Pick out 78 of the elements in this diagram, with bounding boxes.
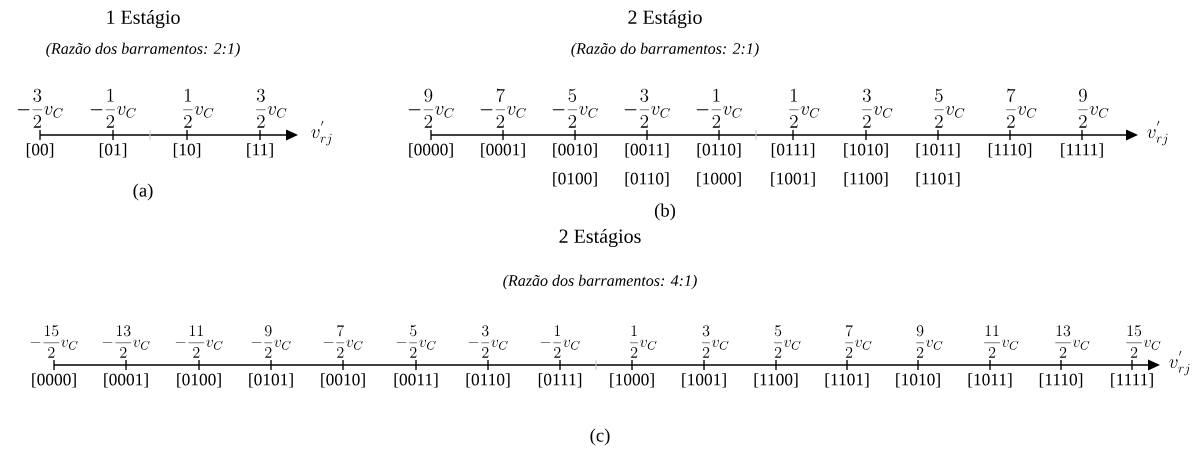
value-label: $-\frac{7}{2}v_C$ bbox=[480, 88, 526, 128]
value-label: $\frac{11}{2}v_C$ bbox=[984, 325, 1019, 358]
value-label: $\frac{9}{2}v_C$ bbox=[1078, 88, 1109, 128]
code-label: [1111] bbox=[1111, 373, 1153, 388]
code-label: [0111] bbox=[538, 373, 582, 388]
value-label: $\frac{1}{2}v_C$ bbox=[183, 88, 214, 128]
value-label: $-\frac{3}{2}v_C$ bbox=[624, 88, 670, 128]
value-label: $\frac{7}{2}v_C$ bbox=[845, 325, 872, 358]
panel-title: 1 Estágio bbox=[107, 9, 180, 29]
panel-title: 2 Estágios bbox=[559, 228, 641, 248]
code-label: [0011] bbox=[394, 373, 438, 388]
code-label: [1011] bbox=[968, 373, 1012, 388]
code-label: [0111] bbox=[771, 143, 815, 158]
code-label: [1001] bbox=[682, 373, 726, 388]
code-label: [01] bbox=[99, 143, 127, 158]
code-label: [1001] bbox=[771, 172, 815, 187]
value-label: $\frac{9}{2}v_C$ bbox=[916, 325, 943, 358]
value-label: $-\frac{1}{2}v_C$ bbox=[90, 88, 136, 128]
value-label: $-\frac{13}{2}v_C$ bbox=[102, 325, 150, 358]
panel-title: 2 Estágio bbox=[628, 9, 702, 29]
code-label: [0100] bbox=[553, 172, 597, 187]
code-label: [1111] bbox=[1061, 143, 1103, 158]
ratio-note: (Razão dos barramentos: 2:1) bbox=[46, 42, 240, 58]
value-label: $-\frac{11}{2}v_C$ bbox=[175, 325, 223, 358]
code-label: [1101] bbox=[916, 172, 960, 187]
value-label: $\frac{13}{2}v_C$ bbox=[1055, 325, 1090, 358]
code-label: [0011] bbox=[625, 143, 669, 158]
code-label: [1000] bbox=[697, 172, 741, 187]
value-label: $\frac{3}{2}v_C$ bbox=[256, 88, 287, 128]
value-label: $-\frac{3}{2}v_C$ bbox=[468, 325, 508, 358]
value-label: $\frac{5}{2}v_C$ bbox=[774, 325, 801, 358]
value-label: $\frac{5}{2}v_C$ bbox=[934, 88, 965, 128]
value-label: $-\frac{5}{2}v_C$ bbox=[396, 325, 436, 358]
code-label: [0110] bbox=[625, 172, 669, 187]
value-label: $-\frac{7}{2}v_C$ bbox=[323, 325, 363, 358]
code-label: [1100] bbox=[844, 172, 888, 187]
code-label: [0001] bbox=[104, 373, 148, 388]
code-label: [00] bbox=[26, 143, 54, 158]
code-label: [0101] bbox=[249, 373, 293, 388]
code-label: [1011] bbox=[916, 143, 960, 158]
code-label: [11] bbox=[247, 143, 273, 158]
value-label: $-\frac{15}{2}v_C$ bbox=[30, 325, 78, 358]
code-label: [10] bbox=[173, 143, 201, 158]
ratio-note: (Razão dos barramentos: 4:1) bbox=[503, 274, 697, 290]
code-label: [1010] bbox=[896, 373, 940, 388]
value-label: $\frac{15}{2}v_C$ bbox=[1126, 325, 1161, 358]
code-label: [1100] bbox=[754, 373, 798, 388]
code-label: [1101] bbox=[825, 373, 869, 388]
code-label: [0000] bbox=[32, 373, 76, 388]
ratio-note: (Razão do barramentos: 2:1) bbox=[571, 42, 759, 58]
code-label: [0010] bbox=[321, 373, 365, 388]
value-label: $-\frac{1}{2}v_C$ bbox=[540, 325, 580, 358]
value-label: $\frac{1}{2}v_C$ bbox=[630, 325, 657, 358]
code-label: [0110] bbox=[697, 143, 741, 158]
code-label: [1010] bbox=[844, 143, 888, 158]
value-label: $-\frac{9}{2}v_C$ bbox=[408, 88, 454, 128]
value-label: $\frac{3}{2}v_C$ bbox=[862, 88, 893, 128]
code-label: [0110] bbox=[466, 373, 510, 388]
axis-label: $v_{rj}^{'}$ bbox=[1169, 350, 1190, 376]
value-label: $\frac{1}{2}v_C$ bbox=[789, 88, 820, 128]
value-label: $\frac{7}{2}v_C$ bbox=[1006, 88, 1037, 128]
value-label: $-\frac{1}{2}v_C$ bbox=[696, 88, 742, 128]
code-label: [1000] bbox=[610, 373, 654, 388]
code-label: [1110] bbox=[1039, 373, 1083, 388]
code-label: [0001] bbox=[481, 143, 525, 158]
value-label: $-\frac{3}{2}v_C$ bbox=[17, 88, 63, 128]
value-label: $-\frac{5}{2}v_C$ bbox=[552, 88, 598, 128]
code-label: [0100] bbox=[177, 373, 221, 388]
value-label: $\frac{3}{2}v_C$ bbox=[702, 325, 729, 358]
panel-caption: (a) bbox=[133, 183, 153, 201]
panel-caption: (b) bbox=[654, 203, 676, 221]
value-label: $-\frac{9}{2}v_C$ bbox=[251, 325, 291, 358]
axis-label: $v_{rj}^{'}$ bbox=[311, 120, 332, 146]
code-label: [0010] bbox=[553, 143, 597, 158]
code-label: [0000] bbox=[409, 143, 453, 158]
axis-label: $v_{rj}^{'}$ bbox=[1147, 120, 1168, 146]
code-label: [1110] bbox=[988, 143, 1032, 158]
panel-caption: (c) bbox=[590, 428, 610, 446]
